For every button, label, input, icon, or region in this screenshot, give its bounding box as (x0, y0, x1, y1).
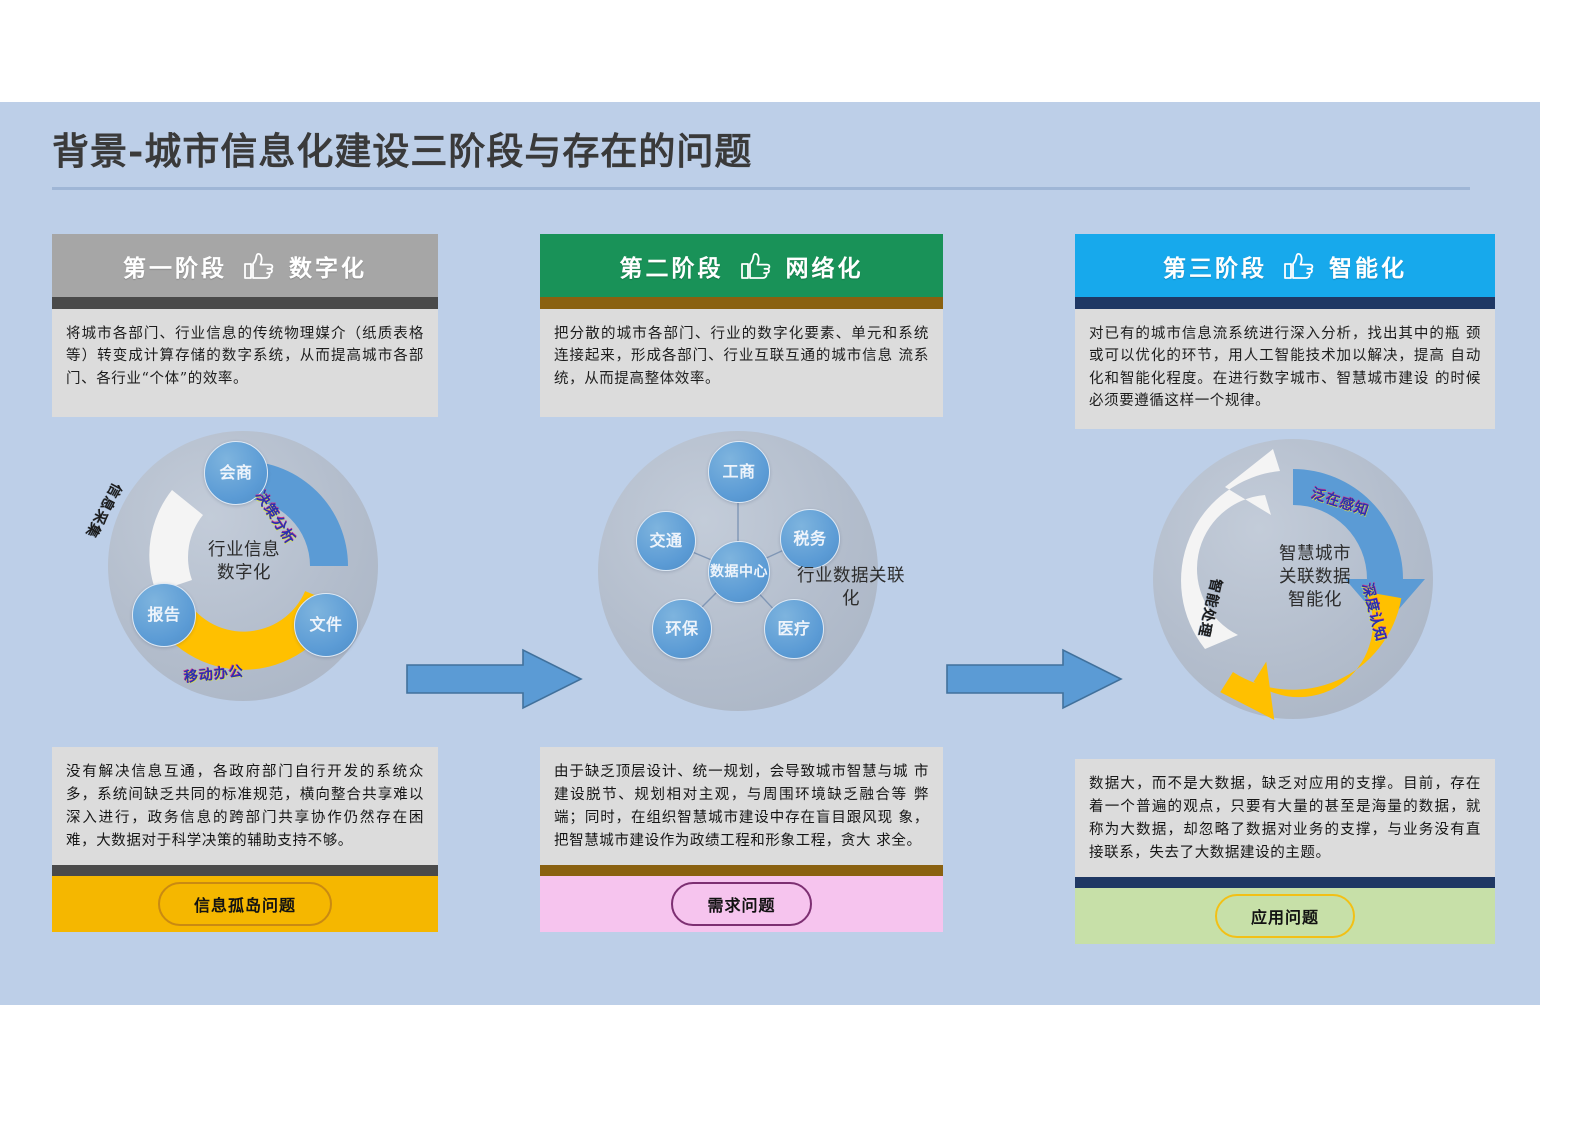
stage-header-3: 第三阶段 智能化 (1075, 234, 1495, 297)
diagram-node-jiaotong: 交通 (636, 511, 696, 571)
arc-decision (243, 461, 348, 566)
arc-mobile-office (148, 591, 341, 670)
stage-underbar-3 (1075, 297, 1495, 309)
problem-description-box-2: 由于缺乏顶层设计、统一规划，会导致城市智慧与城 市建设脱节、规划相对主观，与周围… (540, 747, 943, 865)
diagram-node-label: 会商 (219, 462, 253, 482)
problem-footer-1: 信息孤岛问题 (52, 875, 438, 932)
diagram-node-label: 交通 (649, 530, 683, 550)
stage-card-1: 第一阶段 数字化 将城市各部门、行业信息的传统物理媒介（纸质表格等）转变成计算存… (52, 234, 438, 417)
diagram-node-label: 医疗 (777, 618, 811, 638)
stage-card-3: 第三阶段 智能化 对已有的城市信息流系统进行深入分析，找出其中的瓶 颈或可以优化… (1075, 234, 1495, 429)
diagram-node-1: 会商 (204, 441, 268, 505)
diagram-node-3: 报告 (132, 583, 196, 647)
stage-label: 第三阶段 (1163, 254, 1267, 282)
stage-header-1: 第一阶段 数字化 (52, 234, 438, 297)
problem-pill-2[interactable]: 需求问题 (671, 881, 812, 926)
diagram-node-shuiwu: 税务 (780, 509, 840, 569)
problem-description: 数据大，而不是大数据，缺乏对应用的支撑。目前，存在着一个普遍的观点，只要有大量的… (1089, 775, 1481, 861)
stage-kind: 智能化 (1329, 254, 1407, 282)
diagram-node-label: 环保 (665, 618, 699, 638)
problem-divider-1 (52, 864, 438, 876)
diagram-node-label: 文件 (309, 614, 343, 634)
diagram-node-gongshang: 工商 (708, 441, 770, 503)
diagram-arc-group (148, 461, 348, 670)
diagram-node-huanbao: 环保 (652, 599, 712, 659)
diagram-node-2: 文件 (294, 593, 358, 657)
stage-kind: 数字化 (289, 254, 367, 282)
problem-card-2: 由于缺乏顶层设计、统一规划，会导致城市智慧与城 市建设脱节、规划相对主观，与周围… (540, 747, 943, 932)
stage-description-box-3: 对已有的城市信息流系统进行深入分析，找出其中的瓶 颈或可以优化的环节，用人工智能… (1075, 309, 1495, 429)
diagram-center-caption: 智慧城市 关联数据 智能化 (1279, 543, 1351, 611)
slide-canvas: 背景-城市信息化建设三阶段与存在的问题 第一阶段 数字化 (0, 102, 1540, 1005)
problem-description-box-3: 数据大，而不是大数据，缺乏对应用的支撑。目前，存在着一个普遍的观点，只要有大量的… (1075, 758, 1495, 877)
diagram-stage-1: 会商 文件 报告 决策分析 移动办公 信息采集 行业信息 数字化 (52, 417, 438, 747)
stage-label: 第二阶段 (619, 254, 724, 282)
stage-underbar-1 (52, 297, 438, 309)
diagram-stage-2: 数据中心 工商 税务 医疗 环保 交通 行业数据关联 化 (540, 417, 943, 747)
problem-footer-3: 应用问题 (1075, 887, 1495, 944)
problem-description-box-1: 没有解决信息互通，各政府部门自行开发的系统众多，系统间缺乏共同的标准规范，横向整… (52, 747, 438, 865)
stage-description: 对已有的城市信息流系统进行深入分析，找出其中的瓶 颈或可以优化的环节，用人工智能… (1089, 326, 1481, 410)
thumbs-up-icon (241, 251, 275, 281)
arc-intelligent-processing (1181, 448, 1280, 649)
stage-column-1: 第一阶段 数字化 将城市各部门、行业信息的传统物理媒介（纸质表格等）转变成计算存… (52, 234, 438, 932)
problem-pill-3[interactable]: 应用问题 (1214, 893, 1355, 938)
problem-divider-3 (1075, 876, 1495, 888)
stage-header-2: 第二阶段 网络化 (540, 234, 943, 297)
stage-description-box-1: 将城市各部门、行业信息的传统物理媒介（纸质表格等）转变成计算存储的数字系统，从而… (52, 309, 438, 417)
problem-pill-1[interactable]: 信息孤岛问题 (157, 881, 332, 926)
page-title: 背景-城市信息化建设三阶段与存在的问题 (52, 129, 753, 173)
problem-description: 没有解决信息互通，各政府部门自行开发的系统众多，系统间缺乏共同的标准规范，横向整… (66, 764, 424, 849)
diagram-node-label: 报告 (147, 604, 181, 624)
diagram-center-caption: 行业信息 数字化 (208, 540, 280, 584)
stage-description: 把分散的城市各部门、行业的数字化要素、单元和系统连接起来，形成各部门、行业互联互… (554, 326, 929, 387)
problem-description: 由于缺乏顶层设计、统一规划，会导致城市智慧与城 市建设脱节、规划相对主观，与周围… (554, 764, 929, 849)
stage-kind: 网络化 (785, 254, 864, 282)
diagram-node-label: 税务 (793, 528, 827, 548)
stage-description-box-2: 把分散的城市各部门、行业的数字化要素、单元和系统连接起来，形成各部门、行业互联互… (540, 309, 943, 417)
problem-divider-2 (540, 864, 943, 876)
stage-label: 第一阶段 (123, 254, 227, 282)
diagram-cycle-arrows (1181, 448, 1425, 720)
diagram-stage-3: 泛在感知 深度认知 智能处理 智慧城市 关联数据 智能化 (1075, 429, 1495, 759)
arrow-stage1-to-stage2 (405, 647, 583, 711)
stage-column-2: 第二阶段 网络化 把分散的城市各部门、行业的数字化要素、单元和系统连接起来，形成… (540, 234, 943, 932)
arc-deep-cognition (1220, 591, 1402, 720)
problem-footer-2: 需求问题 (540, 875, 943, 932)
diagram-side-caption: 行业数据关联 化 (797, 566, 905, 610)
stage-description: 将城市各部门、行业信息的传统物理媒介（纸质表格等）转变成计算存储的数字系统，从而… (66, 326, 424, 387)
thumbs-up-icon (738, 251, 772, 281)
diagram-center-node: 数据中心 (708, 541, 770, 603)
arc-info-collection (149, 490, 203, 592)
stage-card-2: 第二阶段 网络化 把分散的城市各部门、行业的数字化要素、单元和系统连接起来，形成… (540, 234, 943, 417)
stage-underbar-2 (540, 297, 943, 309)
diagram-center-node-label: 数据中心 (710, 563, 768, 580)
diagram-node-yiliao: 医疗 (764, 599, 824, 659)
diagram-node-label: 工商 (722, 461, 756, 481)
slide-header: 背景-城市信息化建设三阶段与存在的问题 (52, 130, 1472, 190)
thumbs-up-icon (1281, 251, 1315, 281)
arrow-stage2-to-stage3 (945, 647, 1123, 711)
problem-card-1: 没有解决信息互通，各政府部门自行开发的系统众多，系统间缺乏共同的标准规范，横向整… (52, 747, 438, 932)
problem-card-3: 数据大，而不是大数据，缺乏对应用的支撑。目前，存在着一个普遍的观点，只要有大量的… (1075, 758, 1495, 944)
title-divider (52, 186, 1470, 190)
arc-ubiquitous-sensing (1293, 468, 1425, 625)
stage-column-3: 第三阶段 智能化 对已有的城市信息流系统进行深入分析，找出其中的瓶 颈或可以优化… (1075, 234, 1495, 944)
